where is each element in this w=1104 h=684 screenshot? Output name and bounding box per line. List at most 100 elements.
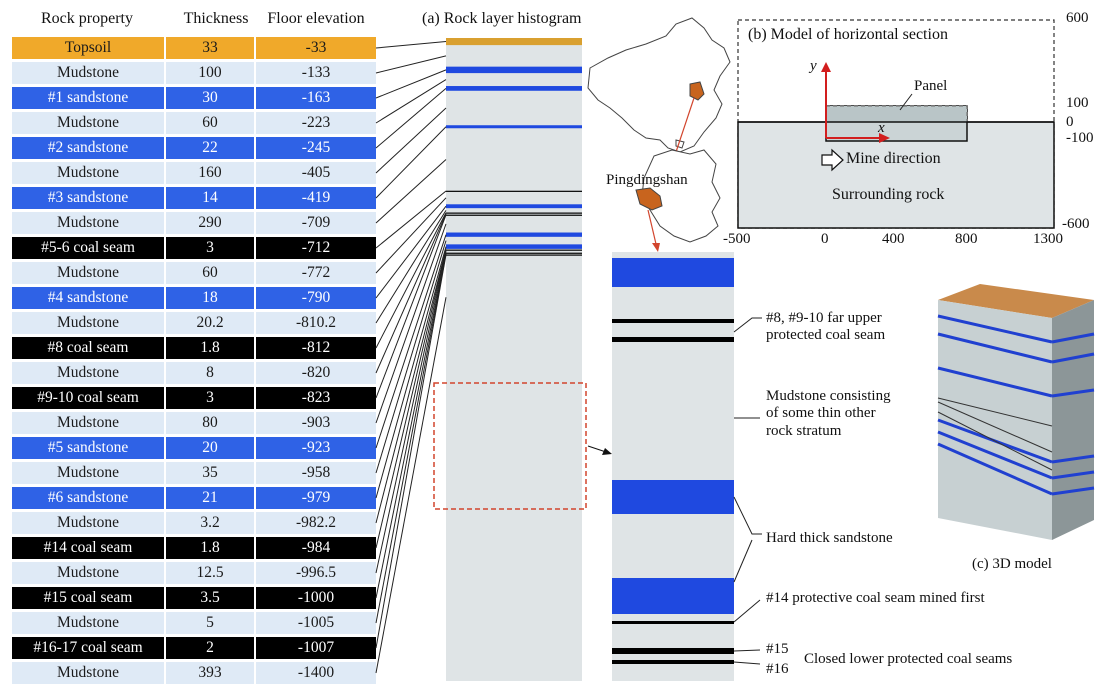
cell-rock-property: #3 sandstone <box>12 187 164 209</box>
cell-rock-property: #2 sandstone <box>12 137 164 159</box>
histogram-band-sandstone <box>446 66 582 74</box>
histogram-band-sandstone <box>446 244 582 249</box>
cell-floor-elevation: -1000 <box>256 587 376 609</box>
cell-rock-property: #4 sandstone <box>12 287 164 309</box>
cell-thickness: 14 <box>166 187 254 209</box>
cell-rock-property: #6 sandstone <box>12 487 164 509</box>
connector-line <box>375 55 447 74</box>
cell-floor-elevation: -903 <box>256 412 376 434</box>
section-y-axis-label: y <box>810 58 817 74</box>
zoom-box <box>433 382 587 510</box>
mine-direction-arrow-icon <box>821 148 844 172</box>
panel-leader-line <box>899 93 913 111</box>
connector-line <box>375 197 447 274</box>
cell-thickness: 3 <box>166 387 254 409</box>
connector-line <box>375 249 447 524</box>
cell-thickness: 80 <box>166 412 254 434</box>
cell-rock-property: Mudstone <box>12 312 164 334</box>
label-seam-15: #15 <box>766 641 789 657</box>
cell-thickness: 3.2 <box>166 512 254 534</box>
cell-thickness: 290 <box>166 212 254 234</box>
connector-line <box>375 223 447 424</box>
cell-floor-elevation: -1007 <box>256 637 376 659</box>
section-panel-upper <box>825 105 968 123</box>
surrounding-rock-label: Surrounding rock <box>832 186 945 203</box>
histogram-title: (a) Rock layer histogram <box>422 10 582 27</box>
cell-rock-property: Mudstone <box>12 412 164 434</box>
detail-coal-9-10 <box>612 337 734 342</box>
cell-thickness: 3 <box>166 237 254 259</box>
cell-rock-property: Mudstone <box>12 362 164 384</box>
cell-floor-elevation: -709 <box>256 212 376 234</box>
histogram-band-sandstone <box>446 204 582 209</box>
cell-thickness: 1.8 <box>166 337 254 359</box>
cell-rock-property: Mudstone <box>12 112 164 134</box>
histogram-band-sandstone <box>446 232 582 237</box>
label-closed-lower: Closed lower protected coal seams <box>804 651 1013 667</box>
cell-rock-property: #8 coal seam <box>12 337 164 359</box>
cell-floor-elevation: -163 <box>256 87 376 109</box>
y-tick-neg600: -600 <box>1062 216 1090 232</box>
cell-thickness: 1.8 <box>166 537 254 559</box>
cell-thickness: 33 <box>166 37 254 59</box>
table-connectors <box>375 41 447 674</box>
cell-floor-elevation: -133 <box>256 62 376 84</box>
cell-thickness: 5 <box>166 612 254 634</box>
cell-floor-elevation: -823 <box>256 387 376 409</box>
location-link-line <box>647 209 657 245</box>
connector-line <box>375 107 447 174</box>
cell-rock-property: Topsoil <box>12 37 164 59</box>
histogram-band-coal <box>446 212 582 214</box>
connector-line <box>375 252 447 599</box>
y-tick-0: 0 <box>1066 114 1074 130</box>
connector-line <box>375 41 447 49</box>
cell-floor-elevation: -245 <box>256 137 376 159</box>
cell-thickness: 20 <box>166 437 254 459</box>
y-tick-600: 600 <box>1066 10 1089 26</box>
cell-rock-property: #9-10 coal seam <box>12 387 164 409</box>
connector-line <box>375 159 447 224</box>
cell-rock-property: Mudstone <box>12 612 164 634</box>
x-tick-400: 400 <box>882 231 905 247</box>
cell-rock-property: Mudstone <box>12 212 164 234</box>
cell-thickness: 60 <box>166 112 254 134</box>
connector-line <box>375 212 447 349</box>
cell-thickness: 60 <box>166 262 254 284</box>
detail-coal-15 <box>612 648 734 654</box>
section-y-arrow <box>821 62 831 72</box>
detail-sandstone-6 <box>612 578 734 614</box>
detail-callouts <box>733 317 762 665</box>
section-panel-label: Panel <box>914 78 948 94</box>
cell-rock-property: Mudstone <box>12 562 164 584</box>
cell-thickness: 100 <box>166 62 254 84</box>
section-x-axis-label: x <box>878 120 885 136</box>
histogram-bands <box>446 38 582 256</box>
map-location-label: Pingdingshan <box>606 172 688 188</box>
histogram-band-coal <box>446 252 582 254</box>
cell-thickness: 8 <box>166 362 254 384</box>
x-tick-1300: 1300 <box>1033 231 1063 247</box>
label-protective-seam: #14 protective coal seam mined first <box>766 590 985 606</box>
cell-rock-property: #1 sandstone <box>12 87 164 109</box>
cell-rock-property: #16-17 coal seam <box>12 637 164 659</box>
cell-rock-property: #15 coal seam <box>12 587 164 609</box>
header-thickness: Thickness <box>183 10 249 27</box>
connector-line <box>375 214 447 399</box>
cell-rock-property: Mudstone <box>12 162 164 184</box>
cell-floor-elevation: -923 <box>256 437 376 459</box>
x-tick-0: 0 <box>821 231 829 247</box>
histogram-band-coal <box>446 254 582 256</box>
detail-coal-14 <box>612 621 734 624</box>
cell-thickness: 18 <box>166 287 254 309</box>
histogram-band-coal <box>446 214 582 216</box>
cell-floor-elevation: -790 <box>256 287 376 309</box>
